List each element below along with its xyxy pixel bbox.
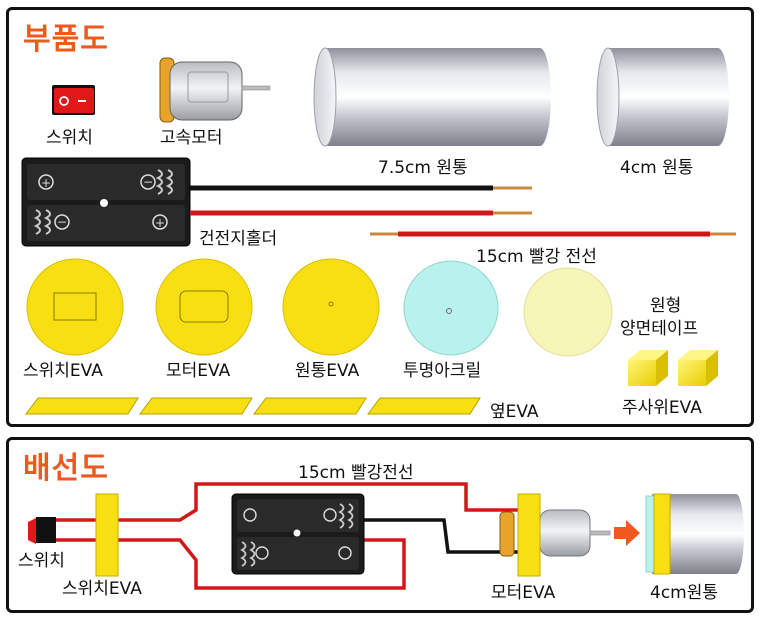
acrylic-disc (403, 260, 499, 356)
label-motor-eva: 모터EVA (166, 361, 231, 381)
label-tube-4: 4cm 원통 (620, 158, 694, 178)
label-tape-line1: 원형 (650, 296, 682, 316)
svg-text:−: − (143, 175, 153, 189)
label-tape-line2: 양면테이프 (620, 319, 699, 339)
svg-text:−: − (57, 215, 67, 229)
label-dice-eva: 주사위EVA (622, 398, 702, 418)
motor-part (159, 57, 271, 123)
double-sided-tape-disc (523, 267, 613, 357)
label-switch-eva: 스위치EVA (23, 361, 103, 381)
label-red-wire: 15cm 빨강 전선 (476, 247, 597, 267)
label-wiring-tube-4: 4cm원통 (650, 583, 719, 603)
wiring-motor-eva (517, 493, 541, 577)
label-wiring-red-wire: 15cm 빨강전선 (298, 463, 414, 483)
label-tube-75: 7.5cm 원통 (378, 158, 468, 178)
wiring-switch-eva (95, 493, 119, 577)
wiring-black-wire (364, 518, 520, 554)
label-side-eva: 옆EVA (490, 402, 539, 422)
wiring-motor (499, 509, 611, 557)
svg-text:+: + (41, 176, 51, 190)
parts-title: 부품도 (23, 22, 109, 57)
label-battery-holder: 건전지홀더 (199, 229, 278, 249)
arrow-icon (614, 520, 640, 546)
tube-4-part (596, 47, 729, 147)
tube-75-part (313, 47, 551, 147)
wiring-title: 배선도 (23, 451, 109, 486)
label-wiring-motor-eva: 모터EVA (491, 583, 556, 603)
wiring-switch (28, 517, 56, 544)
label-tube-eva: 원통EVA (295, 361, 360, 381)
switch-part (52, 85, 95, 115)
wiring-battery-holder (231, 493, 365, 575)
side-eva-strips (25, 397, 481, 415)
label-wiring-switch: 스위치 (18, 551, 65, 571)
dice-eva-cubes (628, 350, 718, 386)
label-switch: 스위치 (46, 128, 93, 148)
wiring-tube-4 (645, 493, 744, 575)
label-motor: 고속모터 (160, 128, 223, 148)
svg-text:+: + (155, 216, 165, 230)
tube-eva-disc (282, 258, 380, 356)
label-wiring-switch-eva: 스위치EVA (62, 579, 142, 599)
label-acrylic: 투명아크릴 (403, 361, 482, 381)
switch-eva-disc (26, 258, 124, 356)
motor-eva-disc (155, 258, 253, 356)
battery-holder-part: + − + − (21, 157, 532, 247)
